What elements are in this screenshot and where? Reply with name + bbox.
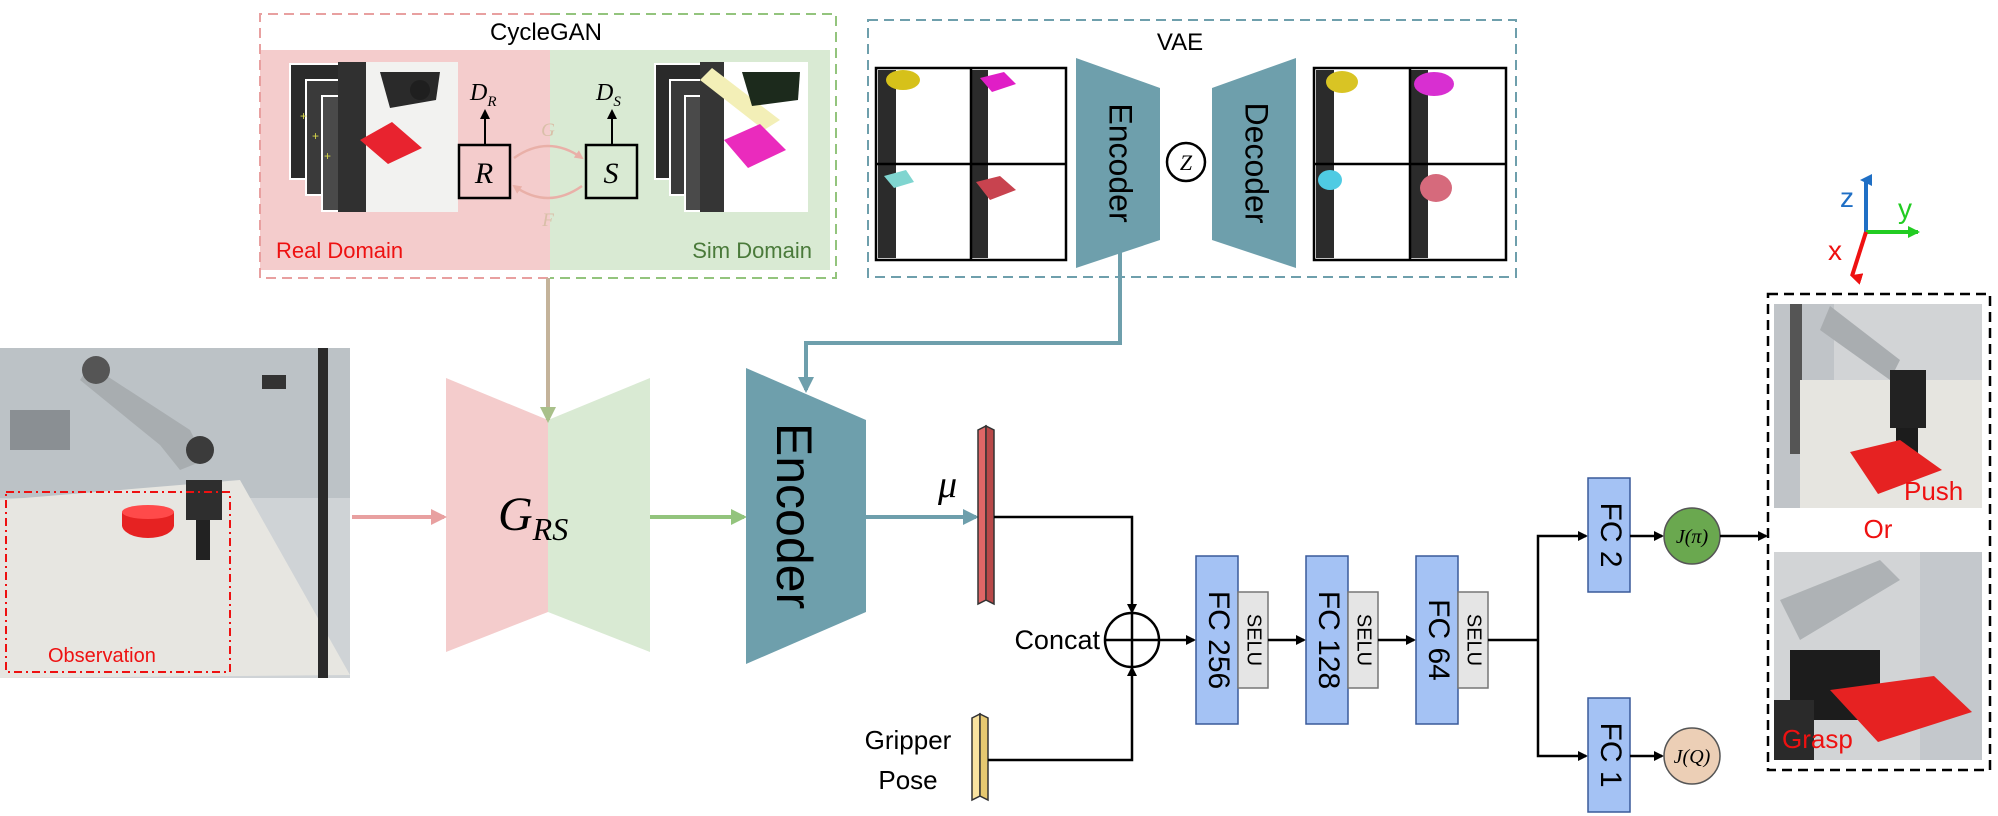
svg-text:DS: DS	[595, 80, 621, 110]
main-encoder-label: Encoder	[766, 423, 822, 609]
svg-text:+: +	[324, 149, 331, 163]
cyclegan-title: CycleGAN	[490, 19, 602, 46]
fc2-label: FC 2	[1594, 502, 1627, 567]
branch-to-fc2-arrow	[1536, 531, 1588, 640]
real-domain-label: Real Domain	[276, 238, 403, 263]
svg-text:+: +	[300, 109, 307, 123]
s-box-label: S	[604, 157, 619, 190]
vae-encoder-label: Encoder	[1103, 103, 1139, 223]
push-label: Push	[1904, 476, 1963, 506]
fc1-head: FC 1	[1587, 697, 1631, 813]
y-axis-label: y	[1898, 193, 1912, 224]
output-panel: Push Or Grasp	[1766, 292, 1992, 772]
gripper-to-concat-line	[988, 666, 1137, 762]
real-image-stack: + + +	[289, 62, 458, 212]
z-latent-circle	[1165, 141, 1207, 183]
concat-label: Concat	[1014, 625, 1100, 655]
gripper-label-line2: Pose	[878, 765, 937, 795]
fc-layer-64: FC 64 SELU	[1415, 555, 1489, 725]
vae-border	[867, 19, 1517, 278]
fc128-label: FC 128	[1312, 591, 1345, 689]
z-axis-label: z	[1840, 182, 1854, 213]
fc2-head: FC 2	[1587, 477, 1631, 593]
mu-label: μ	[937, 464, 957, 506]
d-s-sub: S	[613, 94, 621, 110]
main-encoder-shape	[746, 368, 866, 664]
or-label: Or	[1864, 514, 1893, 544]
push-image	[1774, 304, 1982, 508]
grasp-image	[1774, 552, 1982, 760]
generator-sub: RS	[532, 511, 569, 547]
mu-vector	[977, 424, 995, 606]
fc64-activation: SELU	[1463, 614, 1485, 666]
sim-image-stack	[654, 62, 808, 212]
r-box	[457, 143, 512, 200]
g-label: G	[541, 120, 555, 141]
generator-left-half	[446, 378, 548, 652]
vae-decoder-label: Decoder	[1239, 103, 1275, 224]
cyclegan-border-right	[550, 13, 837, 279]
fc256-label: FC 256	[1202, 591, 1235, 689]
svg-text:DR: DR	[469, 80, 497, 110]
concat-symbol	[1103, 611, 1161, 669]
x-axis-label: x	[1828, 235, 1842, 266]
z-latent-label: Z	[1180, 150, 1193, 175]
s-box	[584, 143, 639, 200]
vae-panel: VAE Encoder Z Decoder	[867, 19, 1517, 278]
sim-domain-label: Sim Domain	[692, 238, 812, 263]
r-box-label: R	[474, 157, 493, 190]
vae-title: VAE	[1157, 29, 1203, 56]
vae-decoder-shape	[1212, 58, 1296, 268]
gripper-vector	[971, 712, 989, 802]
observation-roi	[5, 491, 231, 673]
d-s-label: D	[595, 80, 613, 106]
d-r-sub: R	[486, 94, 496, 110]
svg-text:GRS: GRS	[498, 488, 568, 547]
j-q-label: J(Q)	[1674, 746, 1711, 768]
x-axis-arrow	[1850, 231, 1868, 285]
generator-grs: GRS	[446, 378, 650, 652]
grasp-label: Grasp	[1782, 724, 1853, 754]
observation-image: Observation	[0, 348, 350, 678]
cyclegan-border-left	[259, 13, 550, 279]
generator-right-half	[548, 378, 650, 652]
output-border	[1766, 292, 1992, 772]
j-q-circle	[1663, 727, 1721, 785]
mu-to-concat-line	[994, 515, 1137, 614]
fc-layer-128: FC 128 SELU	[1305, 555, 1379, 725]
f-arc	[512, 184, 583, 200]
svg-text:+: +	[312, 129, 319, 143]
generator-label: G	[498, 488, 533, 541]
observation-label: Observation	[48, 645, 156, 667]
g-arc	[513, 144, 584, 160]
vae-encoder-to-main-encoder-arrow	[798, 250, 1122, 393]
fc128-activation: SELU	[1353, 614, 1375, 666]
fc1-label: FC 1	[1594, 722, 1627, 787]
vae-input-grid	[874, 66, 1068, 262]
main-encoder: Encoder	[746, 368, 866, 664]
j-pi-label: J(π)	[1676, 526, 1709, 548]
vae-output-grid	[1312, 66, 1508, 262]
cyclegan-panel: CycleGAN + + + DR DS R S G	[259, 13, 837, 279]
gripper-label-line1: Gripper	[865, 725, 952, 755]
fc64-label: FC 64	[1422, 599, 1455, 681]
vae-encoder-shape	[1076, 58, 1160, 268]
d-r-label: D	[469, 80, 487, 106]
fc256-activation: SELU	[1243, 614, 1265, 666]
coordinate-axes: z y x	[1828, 174, 1920, 285]
fc-layer-256: FC 256 SELU	[1195, 555, 1269, 725]
f-label: F	[541, 210, 554, 231]
branch-to-fc1-arrow	[1536, 640, 1588, 761]
